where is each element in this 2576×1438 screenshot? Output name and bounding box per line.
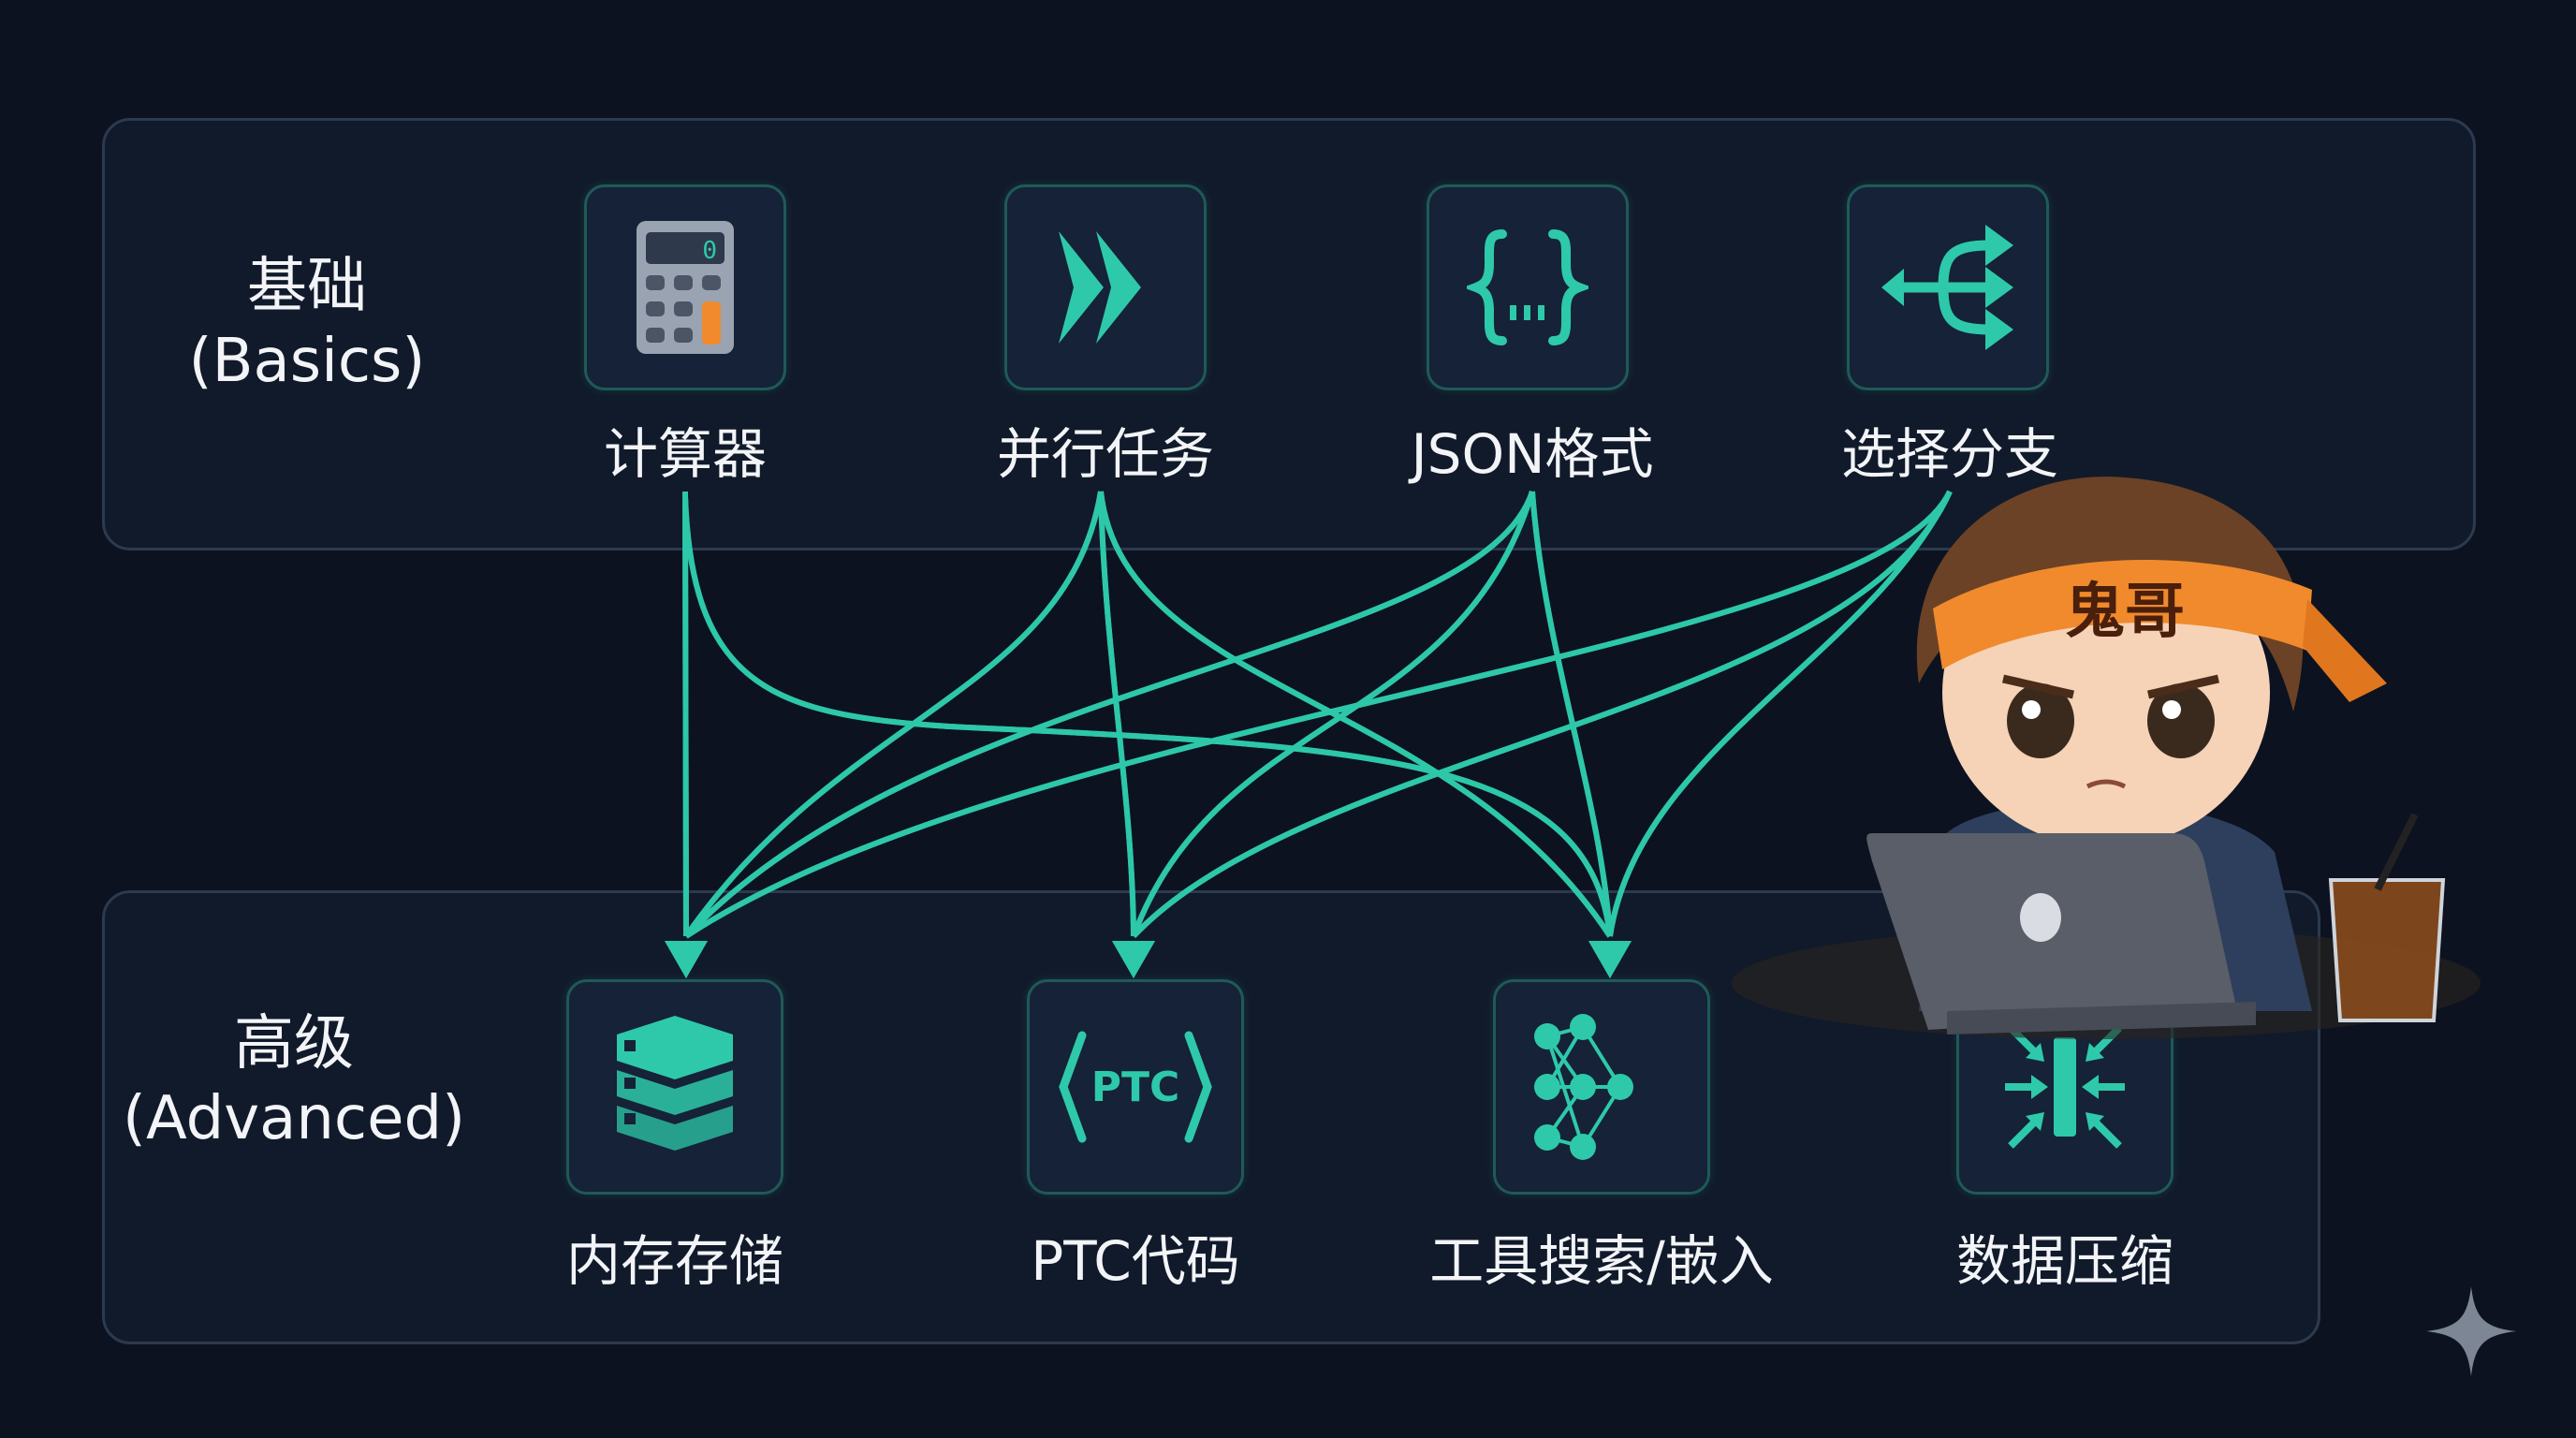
tool-search-label: 工具搜索/嵌入 <box>1429 1229 1774 1293</box>
branch-select-node[interactable] <box>1847 184 2049 390</box>
json-format-label: JSON格式 <box>1411 422 1654 486</box>
calculator-node[interactable]: 0 <box>584 184 786 390</box>
flow-calc-memory <box>682 491 689 937</box>
parallel-tasks-node[interactable] <box>1004 184 1207 390</box>
double-chevron-icon <box>1059 231 1141 344</box>
mascot-hair <box>1916 477 2304 712</box>
memory-storage-node[interactable] <box>566 979 783 1195</box>
basics-heading: 基础 (Basics) <box>189 249 426 399</box>
calculator-icon: 0 <box>637 221 734 354</box>
parallel-tasks-label: 并行任务 <box>996 422 1215 486</box>
compress-icon <box>2005 1025 2125 1149</box>
flow-json-tools <box>1530 491 1613 937</box>
memory-storage-label: 内存存储 <box>565 1229 784 1293</box>
calculator-display: 0 <box>702 237 717 265</box>
tool-search-node[interactable] <box>1493 979 1710 1195</box>
advanced-subtitle: (Advanced) <box>122 1084 466 1153</box>
branch-arrows-icon <box>1881 225 2013 350</box>
mascot-illustration: 鬼哥 <box>1732 477 2481 1039</box>
ptc-icon-text: PTC <box>1091 1064 1180 1111</box>
flow-parallel-memory <box>683 491 1104 938</box>
basics-subtitle: (Basics) <box>188 327 426 396</box>
flow-json-memory <box>683 491 1535 939</box>
calculator-label: 计算器 <box>603 422 768 486</box>
json-braces-icon <box>1467 229 1588 345</box>
ptc-code-icon: PTC <box>1059 1031 1212 1143</box>
ptc-code-label: PTC代码 <box>1031 1229 1240 1293</box>
headband-text: 鬼哥 <box>2065 578 2185 647</box>
network-nodes-icon <box>1534 1014 1633 1160</box>
iced-drink <box>2328 813 2446 1022</box>
sparkle-icon <box>2426 1286 2516 1376</box>
flow-parallel-ptc <box>1098 491 1136 937</box>
flow-calc-tools <box>682 495 1613 937</box>
mascot-headband <box>1933 559 2312 669</box>
flow-json-ptc <box>1131 491 1535 938</box>
storage-stack-icon <box>617 1016 733 1151</box>
advanced-title: 高级 <box>234 1009 354 1078</box>
data-compression-label: 数据压缩 <box>1955 1229 2174 1293</box>
branch-select-label: 选择分支 <box>1840 422 2059 486</box>
json-format-node[interactable] <box>1427 184 1629 390</box>
flow-parallel-tools <box>1098 491 1613 938</box>
ptc-code-node[interactable]: PTC <box>1027 979 1244 1195</box>
apple-logo-icon <box>2020 893 2061 942</box>
basics-title: 基础 <box>247 252 367 321</box>
advanced-heading: 高级 (Advanced) <box>123 1006 465 1156</box>
